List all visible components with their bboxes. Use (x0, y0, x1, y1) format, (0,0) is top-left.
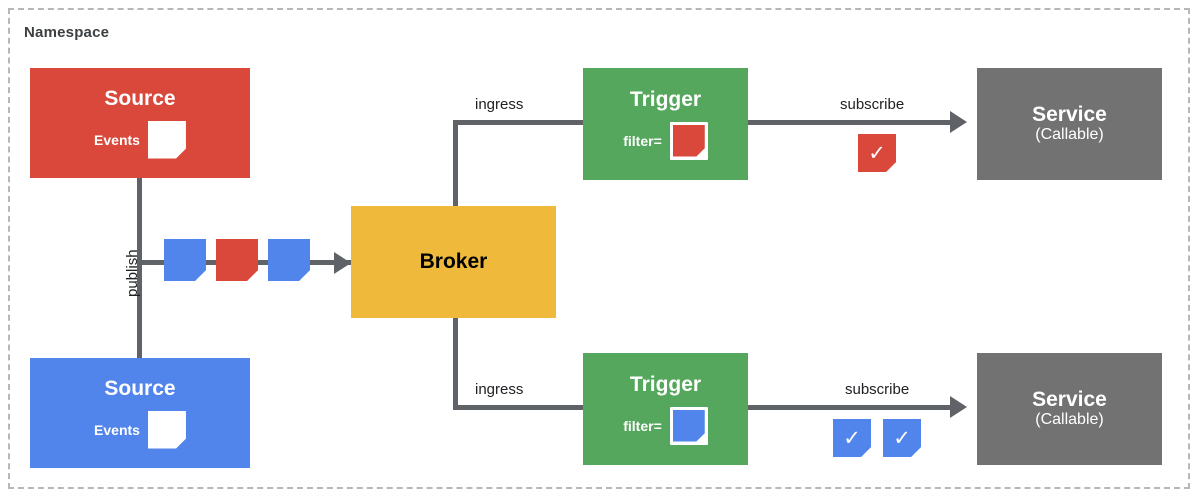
filter-event-icon (669, 406, 708, 445)
delivered-event-card-face (833, 419, 871, 457)
trigger-bottom-filter-label: filter= (623, 417, 662, 434)
source-red-title: Source (104, 87, 176, 111)
event-card (268, 239, 310, 281)
ingress-top-horizontal-line (453, 120, 584, 125)
subscribe-top-arrowhead (950, 111, 967, 133)
delivered-event-card: ✓ (858, 134, 896, 172)
event-icon (147, 410, 186, 449)
service-bottom-title: Service (1032, 388, 1107, 412)
subscribe-top-line (747, 120, 952, 125)
filter-event-icon-face (672, 124, 705, 157)
subscribe-bottom-arrowhead (950, 396, 967, 418)
service-node-bottom[interactable]: Service (Callable) (977, 353, 1162, 465)
event-icon-face (147, 120, 186, 159)
source-red-events-label: Events (94, 131, 140, 148)
broker-node[interactable]: Broker (351, 206, 556, 318)
edge-label-publish: publish (124, 249, 141, 297)
service-top-title: Service (1032, 103, 1107, 127)
source-red-events-row: Events (94, 120, 186, 159)
service-top-subtitle: (Callable) (1035, 126, 1104, 144)
ingress-bottom-horizontal-line (453, 405, 584, 410)
trigger-top-filter-label: filter= (623, 132, 662, 149)
event-icon-face (147, 410, 186, 449)
namespace-label: Namespace (24, 24, 110, 41)
broker-title: Broker (419, 250, 488, 274)
publish-trunk-line (137, 178, 142, 360)
event-card (164, 239, 206, 281)
trigger-node-top[interactable]: Trigger filter= (583, 68, 748, 180)
delivered-event-card: ✓ (833, 419, 871, 457)
delivered-event-card-face (858, 134, 896, 172)
edge-label-subscribe-top: subscribe (840, 96, 905, 113)
delivered-events-top: ✓ (858, 134, 896, 172)
edge-label-subscribe-bottom: subscribe (845, 381, 910, 398)
edge-label-ingress-top: ingress (475, 96, 524, 113)
event-card-face (164, 239, 206, 281)
trigger-top-filter-row: filter= (623, 121, 708, 160)
source-node-blue[interactable]: Source Events (30, 358, 250, 468)
source-blue-events-label: Events (94, 421, 140, 438)
event-icon (147, 120, 186, 159)
ingress-bottom-vertical-line (453, 318, 458, 408)
ingress-top-vertical-line (453, 120, 458, 206)
subscribe-bottom-line (747, 405, 952, 410)
filter-event-icon (669, 121, 708, 160)
publish-arrowhead (334, 252, 351, 274)
edge-label-ingress-bottom: ingress (475, 381, 524, 398)
service-node-top[interactable]: Service (Callable) (977, 68, 1162, 180)
trigger-top-title: Trigger (629, 88, 702, 112)
event-stream (164, 239, 310, 281)
delivered-event-card: ✓ (883, 419, 921, 457)
filter-event-icon-face (672, 409, 705, 442)
event-card-face (216, 239, 258, 281)
service-bottom-subtitle: (Callable) (1035, 411, 1104, 429)
event-card (216, 239, 258, 281)
source-node-red[interactable]: Source Events (30, 68, 250, 178)
source-blue-title: Source (104, 377, 176, 401)
event-card-face (268, 239, 310, 281)
namespace-boundary (8, 8, 1190, 489)
delivered-event-card-face (883, 419, 921, 457)
source-blue-events-row: Events (94, 410, 186, 449)
trigger-bottom-filter-row: filter= (623, 406, 708, 445)
trigger-bottom-title: Trigger (629, 373, 702, 397)
trigger-node-bottom[interactable]: Trigger filter= (583, 353, 748, 465)
delivered-events-bottom: ✓ ✓ (833, 419, 921, 457)
